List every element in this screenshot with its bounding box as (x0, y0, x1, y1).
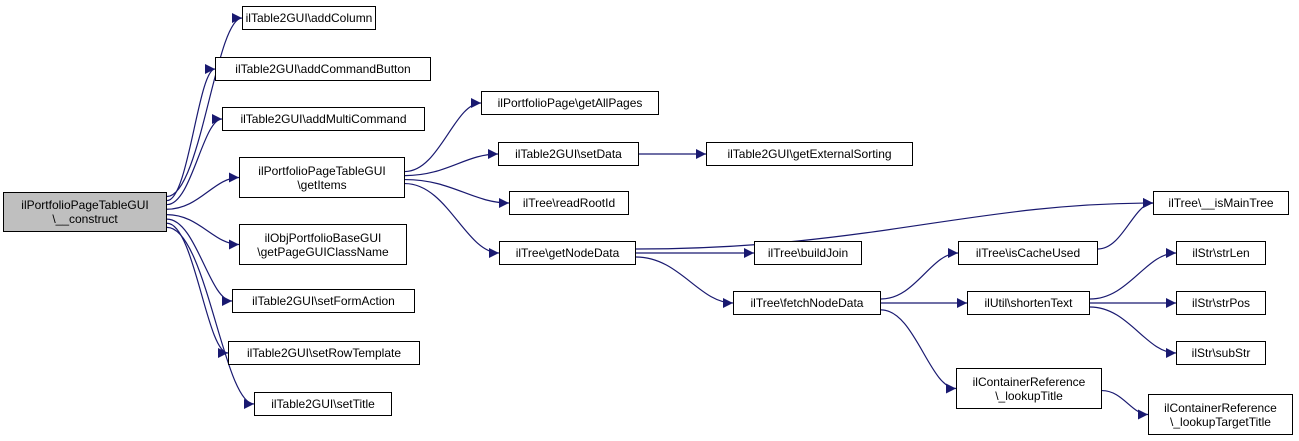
node-set-title[interactable]: ilTable2GUI\setTitle (254, 392, 392, 416)
node-label-line: ilContainerReference (972, 374, 1086, 389)
node-is-main-tree[interactable]: ilTree\__isMainTree (1153, 191, 1289, 215)
node-label-line: ilTree\buildJoin (767, 246, 849, 260)
node-add-column[interactable]: ilTable2GUI\addColumn (242, 6, 376, 30)
node-label-line: ilTable2GUI\setFormAction (252, 294, 395, 308)
node-get-all-pages[interactable]: ilPortfolioPage\getAllPages (481, 91, 659, 115)
node-label-line: ilTable2GUI\addCommandButton (235, 62, 411, 76)
node-get-page-g-u-i-class-name[interactable]: ilObjPortfolioBaseGUI\getPageGUIClassNam… (239, 224, 407, 265)
node-label-line: ilPortfolioPageTableGUI (258, 163, 386, 178)
node-label-line: ilTree\__isMainTree (1168, 196, 1274, 210)
node-is-cache-used[interactable]: ilTree\isCacheUsed (958, 241, 1098, 265)
node-label-line: \_lookupTargetTitle (1170, 414, 1271, 429)
edge-root-to-addColumn (166, 13, 243, 198)
edge-getItems-to-getAllPages (404, 98, 482, 173)
node-label-line: ilStr\strLen (1192, 246, 1250, 260)
node-add-multi-command[interactable]: ilTable2GUI\addMultiCommand (222, 107, 425, 131)
node-label-line: ilObjPortfolioBaseGUI (264, 230, 382, 245)
node-label-line: ilContainerReference (1164, 400, 1277, 415)
node-label-line: ilTable2GUI\addColumn (245, 11, 373, 25)
node-label-line: \__construct (52, 212, 118, 226)
edge-root-to-addMultiCommand (166, 114, 223, 206)
edge-root-to-setRowTemplate (166, 222, 229, 358)
edge-shortenText-to-strLen (1089, 248, 1177, 300)
edge-root-to-getPageGUIClassName (166, 214, 240, 250)
edge-root-to-setTitle (166, 226, 255, 409)
node-label-line: ilTable2GUI\getExternalSorting (727, 147, 892, 161)
node-add-command-button[interactable]: ilTable2GUI\addCommandButton (215, 57, 431, 81)
edge-fetchNodeData-to-isCacheUsed (880, 248, 959, 300)
node-label-line: ilTable2GUI\setData (515, 147, 622, 161)
edge-lookupTitle-to-lookupTargetTitle (1101, 389, 1149, 420)
node-root: ilPortfolioPageTableGUI\__construct (3, 192, 167, 232)
edge-getItems-to-readRootId (404, 178, 510, 208)
edge-root-to-addCommandButton (166, 64, 216, 202)
node-str-pos[interactable]: ilStr\strPos (1176, 291, 1266, 315)
node-lookup-title[interactable]: ilContainerReference\_lookupTitle (956, 368, 1102, 409)
node-label-line: ilUtil\shortenText (984, 296, 1073, 310)
node-label-line: ilTree\isCacheUsed (975, 246, 1081, 260)
node-get-items[interactable]: ilPortfolioPageTableGUI\getItems (239, 157, 405, 198)
node-build-join[interactable]: ilTree\buildJoin (754, 241, 862, 265)
edge-getNodeData-to-fetchNodeData (635, 256, 734, 308)
edge-getNodeData-to-isMainTree (635, 198, 1154, 250)
edge-shortenText-to-subStr (1089, 306, 1177, 358)
node-label-line: \getItems (297, 177, 347, 192)
node-label-line: \_lookupTitle (995, 388, 1063, 403)
node-label-line: \getPageGUIClassName (257, 244, 389, 259)
node-label-line: ilPortfolioPage\getAllPages (497, 96, 643, 110)
node-set-row-template[interactable]: ilTable2GUI\setRowTemplate (228, 341, 420, 365)
node-label-line: ilTree\getNodeData (515, 246, 620, 260)
node-label-line: ilPortfolioPageTableGUI (21, 198, 149, 212)
edge-root-to-getItems (166, 172, 240, 210)
node-label-line: ilStr\subStr (1191, 346, 1251, 360)
node-label-line: ilTree\fetchNodeData (750, 296, 864, 310)
node-read-root-id[interactable]: ilTree\readRootId (509, 191, 629, 215)
node-label-line: ilStr\strPos (1191, 296, 1250, 310)
edge-isCacheUsed-to-isMainTree (1097, 198, 1154, 250)
edge-getItems-to-getNodeData (404, 182, 500, 258)
node-label-line: ilTable2GUI\addMultiCommand (240, 112, 407, 126)
node-sub-str[interactable]: ilStr\subStr (1176, 341, 1266, 365)
edge-root-to-setFormAction (166, 218, 233, 306)
node-shorten-text[interactable]: ilUtil\shortenText (967, 291, 1090, 315)
node-label-line: ilTable2GUI\setTitle (271, 397, 375, 411)
node-fetch-node-data[interactable]: ilTree\fetchNodeData (733, 291, 881, 315)
node-label-line: ilTable2GUI\setRowTemplate (246, 346, 402, 360)
node-lookup-target-title[interactable]: ilContainerReference\_lookupTargetTitle (1148, 394, 1293, 435)
edge-getItems-to-setData (404, 149, 499, 177)
node-str-len[interactable]: ilStr\strLen (1176, 241, 1266, 265)
node-set-data[interactable]: ilTable2GUI\setData (498, 142, 639, 166)
edge-fetchNodeData-to-lookupTitle (880, 309, 957, 394)
node-set-form-action[interactable]: ilTable2GUI\setFormAction (232, 289, 415, 313)
node-get-external-sorting[interactable]: ilTable2GUI\getExternalSorting (706, 142, 913, 166)
node-get-node-data[interactable]: ilTree\getNodeData (499, 241, 636, 265)
node-label-line: ilTree\readRootId (522, 196, 616, 210)
